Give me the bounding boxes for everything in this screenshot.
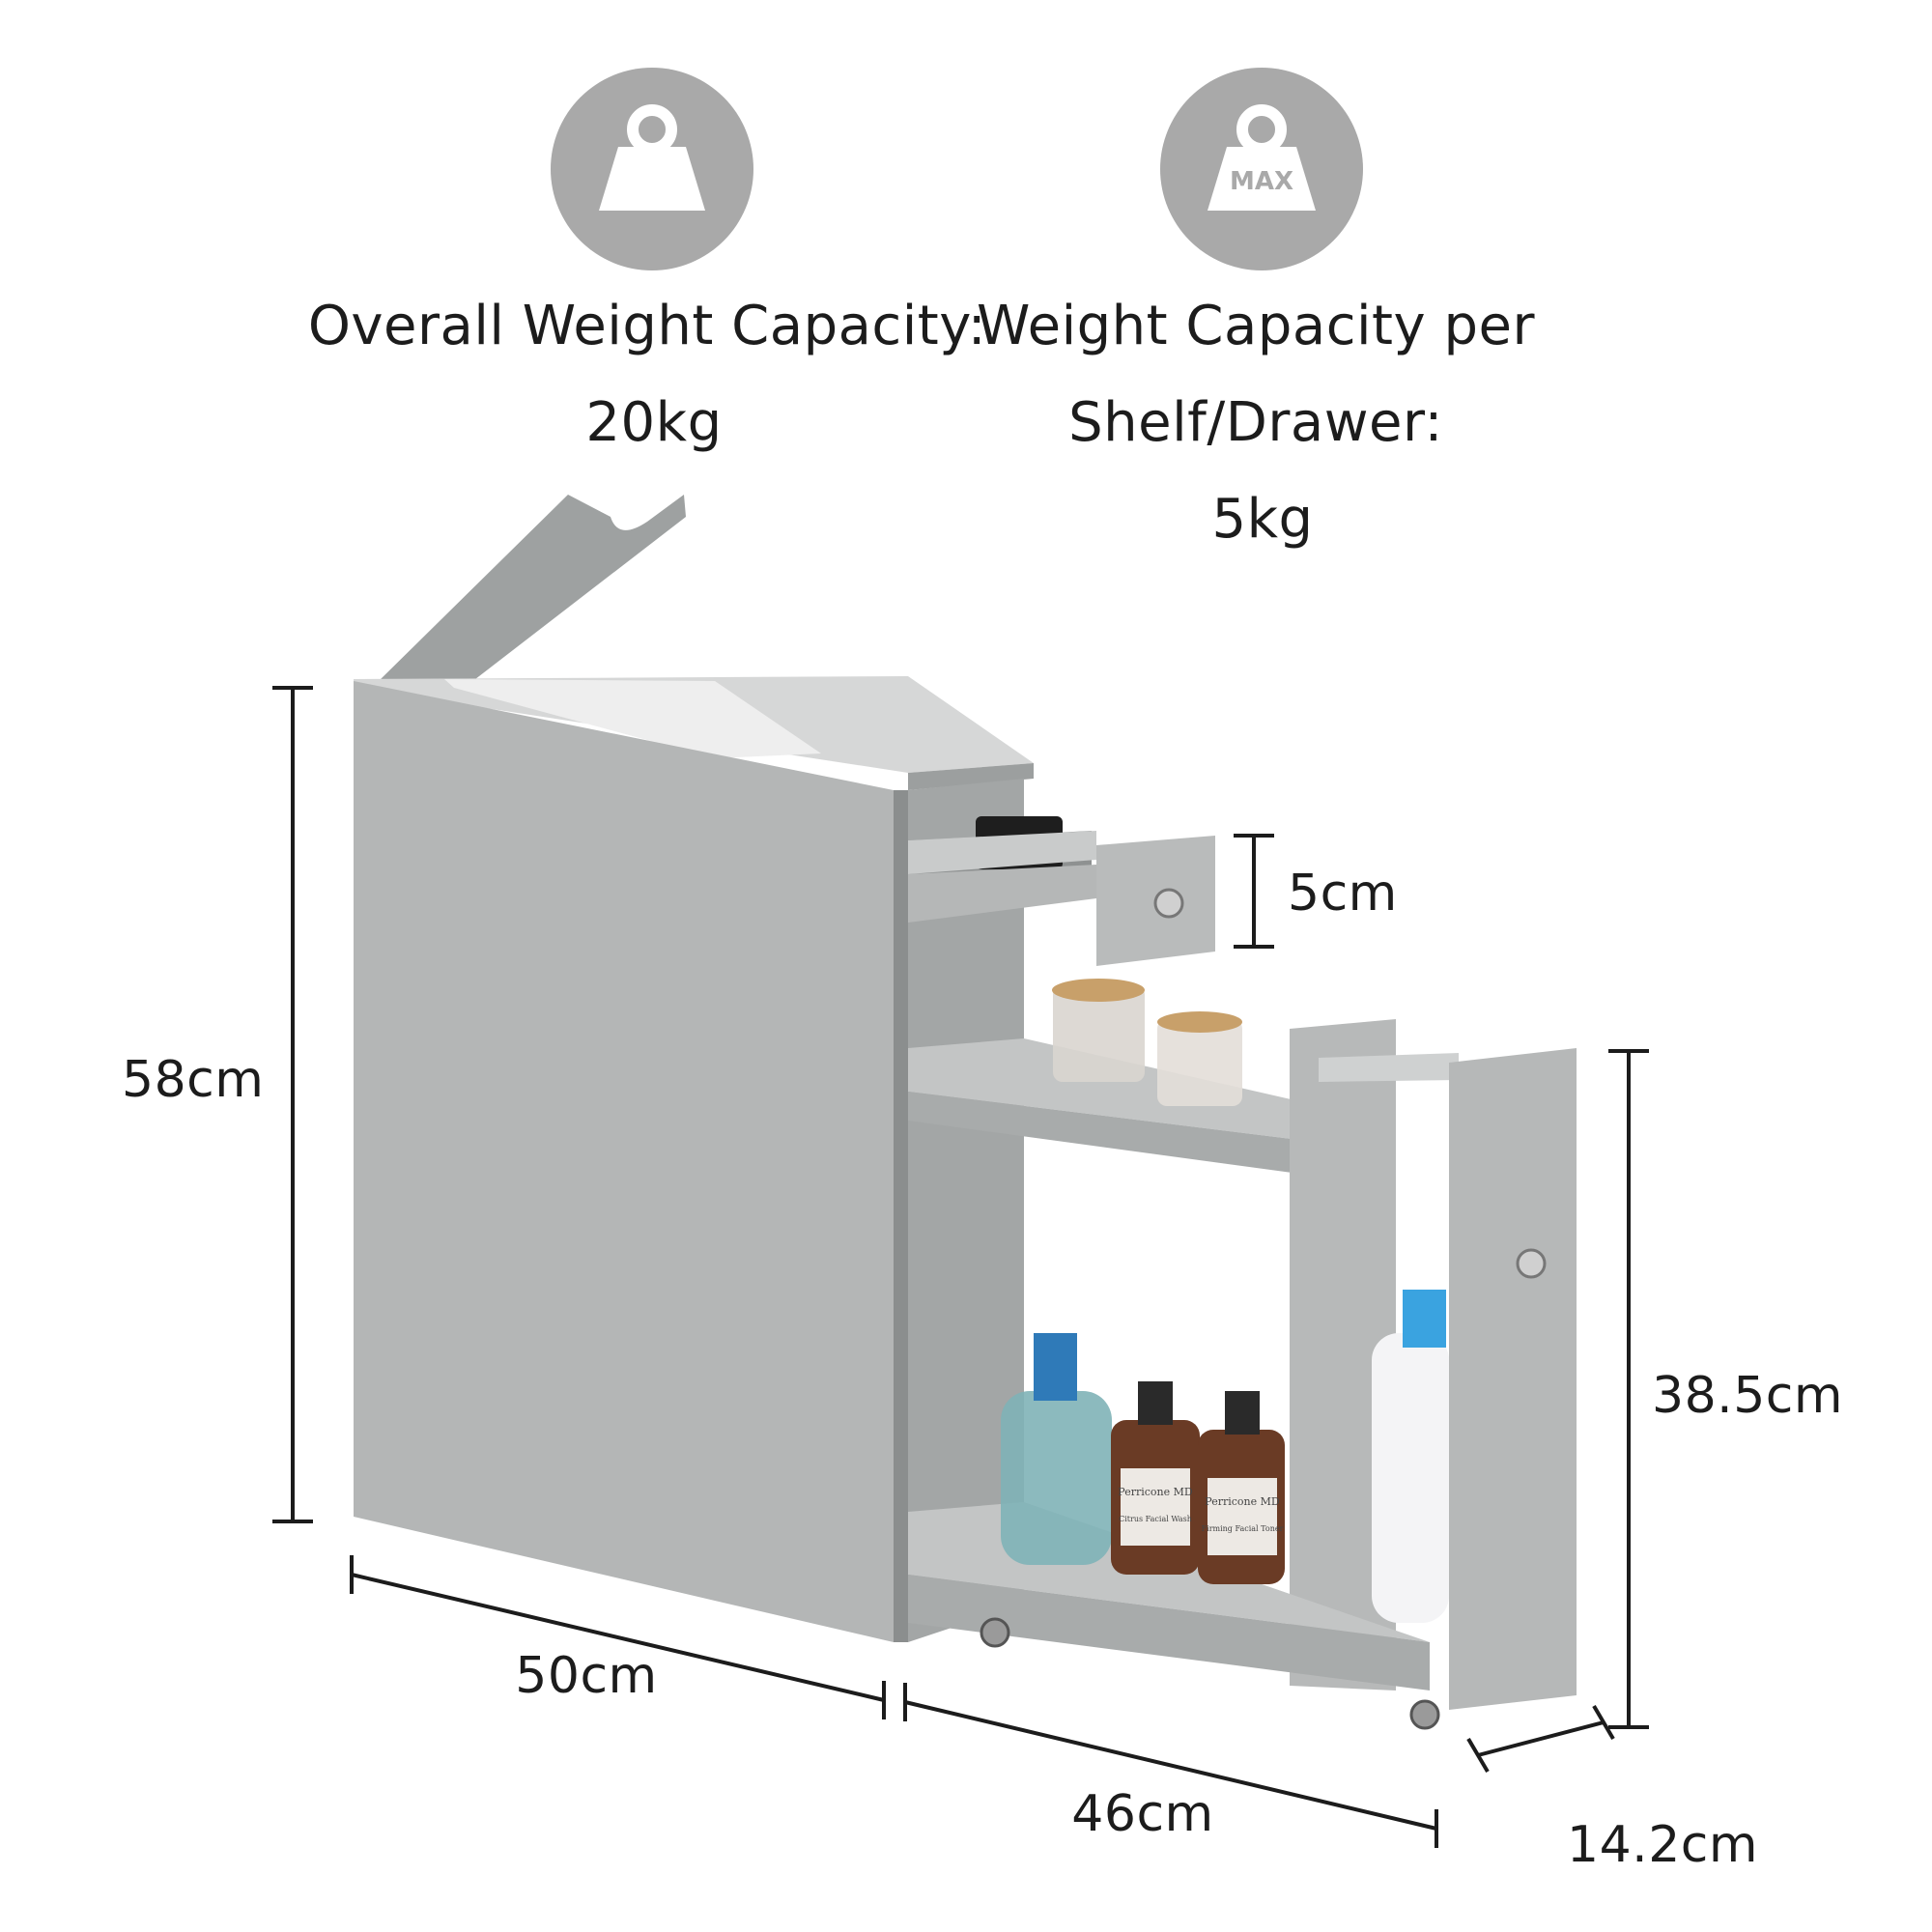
width-dimension-label: 14.2cm bbox=[1567, 1816, 1759, 1874]
weight-icon bbox=[551, 68, 753, 270]
per-shelf-capacity-label-line2: Shelf/Drawer: bbox=[1068, 391, 1443, 454]
cabinet-depth-dimension-label: 50cm bbox=[515, 1647, 658, 1705]
overall-capacity-value: 20kg bbox=[585, 391, 723, 454]
cabinet-side-panel bbox=[354, 681, 894, 1642]
per-shelf-capacity-label-line1: Weight Capacity per bbox=[977, 295, 1535, 357]
dimension-lines bbox=[272, 686, 1649, 1848]
per-shelf-capacity-value: 5kg bbox=[1211, 488, 1314, 551]
overall-capacity-label: Overall Weight Capacity: bbox=[307, 295, 987, 357]
drawer bbox=[908, 816, 1215, 966]
max-label: MAX bbox=[1230, 167, 1293, 196]
max-weight-icon: MAX bbox=[1160, 68, 1363, 270]
product-label: Perricone MD bbox=[1118, 1486, 1193, 1498]
product-label: Perricone MD bbox=[1205, 1495, 1280, 1508]
product-sublabel: Firming Facial Toner bbox=[1202, 1524, 1284, 1533]
trolley: Perricone MD Citrus Facial Wash Perricon… bbox=[908, 979, 1577, 1730]
drawer-height-dimension-label: 5cm bbox=[1288, 865, 1398, 923]
height-dimension-label: 58cm bbox=[122, 1051, 265, 1109]
cabinet-lid bbox=[372, 495, 686, 705]
product-sublabel: Citrus Facial Wash bbox=[1119, 1515, 1192, 1523]
trolley-depth-dimension-label: 46cm bbox=[1071, 1785, 1214, 1843]
trolley-height-dimension-label: 38.5cm bbox=[1652, 1367, 1844, 1425]
